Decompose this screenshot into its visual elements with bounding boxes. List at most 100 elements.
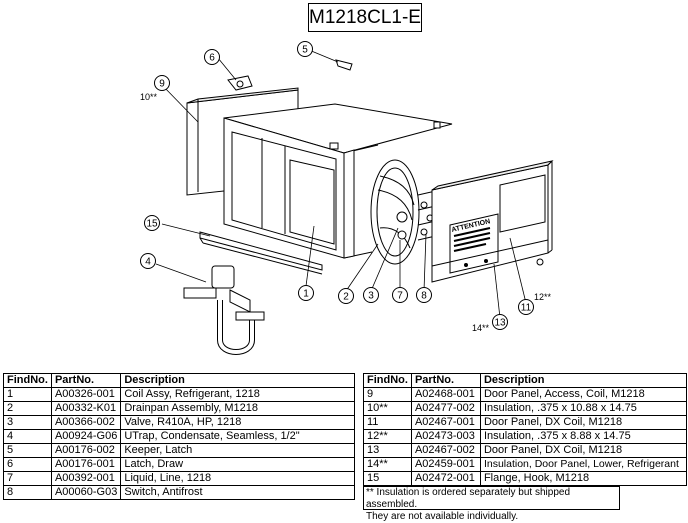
- find-no: 9: [363, 387, 412, 402]
- header-description: Description: [479, 373, 688, 388]
- callout-9: 9: [154, 75, 170, 91]
- condensate-utrap: [183, 265, 265, 355]
- find-no: 6: [3, 457, 52, 472]
- table-header-row: FindNo. PartNo. Description: [363, 373, 688, 388]
- callout-15-label: 15: [146, 219, 158, 230]
- callout-13: 13: [492, 314, 508, 330]
- draw-latch: [227, 75, 253, 91]
- description: Door Panel, DX Coil, M1218: [479, 415, 688, 430]
- description: Valve, R410A, HP, 1218: [120, 415, 355, 430]
- callout-3-label: 3: [368, 291, 374, 302]
- callout-13-label: 13: [494, 318, 506, 329]
- cabinet-housing: [223, 103, 453, 259]
- callout-6-label: 6: [209, 53, 215, 64]
- table-header-row: FindNo. PartNo. Description: [3, 373, 355, 388]
- part-no: A00060-G03: [50, 485, 122, 500]
- find-no: 14**: [363, 457, 412, 472]
- callout-8-label: 8: [421, 291, 427, 302]
- description: Insulation, .375 x 8.88 x 14.75: [479, 429, 688, 444]
- header-partno: PartNo.: [410, 373, 481, 388]
- drawing-title: M1218CL1-E: [308, 3, 422, 32]
- part-no: A00366-002: [50, 415, 122, 430]
- header-findno: FindNo.: [363, 373, 412, 388]
- find-no: 15: [363, 471, 412, 486]
- description: Door Panel, DX Coil, M1218: [479, 443, 688, 458]
- part-no: A02472-001: [410, 471, 481, 486]
- callout-6: 6: [204, 49, 220, 65]
- find-no: 12**: [363, 429, 412, 444]
- callout-4: 4: [140, 253, 156, 269]
- header-partno: PartNo.: [50, 373, 122, 388]
- part-no: A00326-001: [50, 387, 122, 402]
- callout-4-label: 4: [145, 257, 151, 268]
- description: Insulation, Door Panel, Lower, Refrigera…: [479, 457, 688, 472]
- description: Switch, Antifrost: [120, 485, 355, 500]
- latch-keeper: [335, 59, 353, 71]
- find-no: 5: [3, 443, 52, 458]
- callout-3: 3: [363, 287, 379, 303]
- callout-10-label: 10**: [140, 92, 158, 102]
- flange-hook: [199, 231, 323, 275]
- part-no: A00392-001: [50, 471, 122, 486]
- description: UTrap, Condensate, Seamless, 1/2": [120, 429, 355, 444]
- callout-1: 1: [298, 285, 314, 301]
- description: Door Panel, Access, Coil, M1218: [479, 387, 688, 402]
- dx-coil-door-panel: [431, 160, 554, 283]
- find-no: 11: [363, 415, 412, 430]
- header-findno: FindNo.: [3, 373, 52, 388]
- part-no: A00332-K01: [50, 401, 122, 416]
- callout-15: 15: [144, 215, 160, 231]
- callout-1-label: 1: [303, 289, 309, 300]
- description: Drainpan Assembly, M1218: [120, 401, 355, 416]
- callout-7: 7: [392, 287, 408, 303]
- part-no: A00924-G06: [50, 429, 122, 444]
- part-no: A02473-003: [410, 429, 481, 444]
- callout-8: 8: [416, 287, 432, 303]
- find-no: 8: [3, 485, 52, 500]
- find-no: 3: [3, 415, 52, 430]
- description: Coil Assy, Refrigerant, 1218: [120, 387, 355, 402]
- callout-14-label: 14**: [472, 323, 490, 333]
- description: Flange, Hook, M1218: [479, 471, 688, 486]
- callout-11: 11: [518, 299, 534, 315]
- footnote-line-1: ** Insulation is ordered separately but …: [366, 487, 571, 510]
- find-no: 10**: [363, 401, 412, 416]
- callout-7-label: 7: [397, 291, 403, 302]
- find-no: 4: [3, 429, 52, 444]
- find-no: 7: [3, 471, 52, 486]
- description: Latch, Draw: [120, 457, 355, 472]
- part-no: A02467-002: [410, 443, 481, 458]
- part-no: A00176-001: [50, 457, 122, 472]
- exploded-view-diagram: ATTENTION 1 2: [140, 41, 554, 355]
- part-no: A02459-001: [410, 457, 481, 472]
- callout-12-label: 12**: [534, 292, 552, 302]
- callout-2: 2: [338, 288, 354, 304]
- part-no: A02467-001: [410, 415, 481, 430]
- callout-11-label: 11: [521, 303, 532, 314]
- part-no: A02468-001: [410, 387, 481, 402]
- callout-5: 5: [297, 41, 313, 57]
- find-no: 1: [3, 387, 52, 402]
- part-no: A00176-002: [50, 443, 122, 458]
- leader-lines: [155, 49, 527, 319]
- description: Liquid, Line, 1218: [120, 471, 355, 486]
- header-description: Description: [120, 373, 355, 388]
- insulation-footnote: ** Insulation is ordered separately but …: [363, 486, 620, 522]
- callout-9-label: 9: [159, 79, 165, 90]
